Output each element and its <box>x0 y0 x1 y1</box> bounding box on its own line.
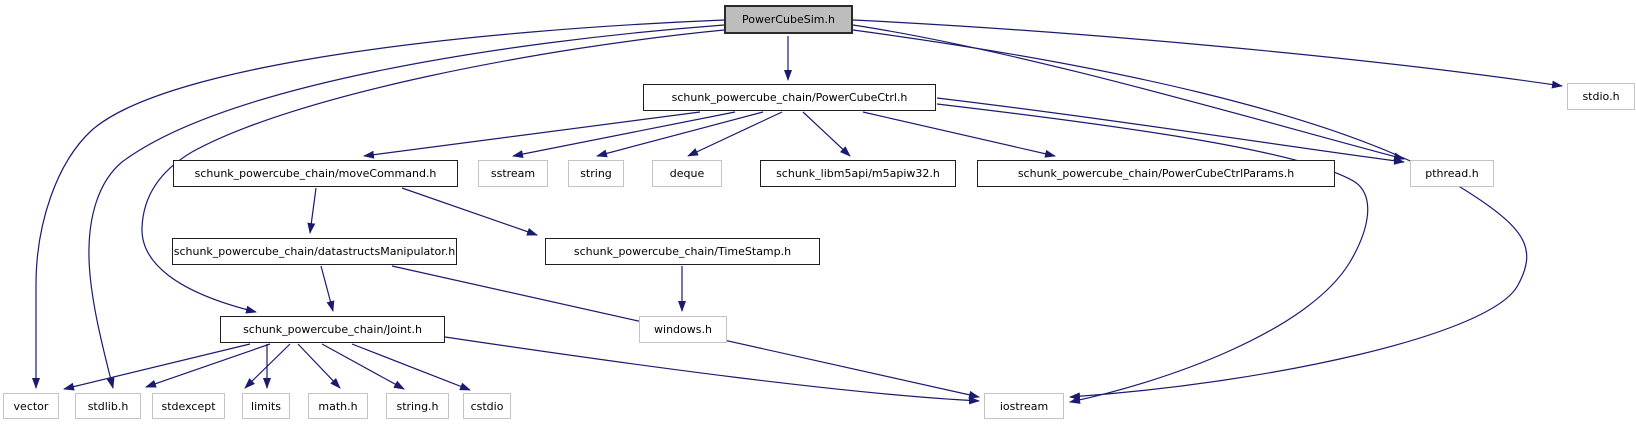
node-m5apiw32_h[interactable]: schunk_libm5api/m5apiw32.h <box>760 160 956 187</box>
node-label: stdio.h <box>1582 90 1620 103</box>
node-label: schunk_powercube_chain/datastructsManipu… <box>173 245 456 258</box>
edge-powercubesim_h-vector <box>32 19 725 389</box>
edge-powercubectrl_h-movecommand_h <box>363 111 701 159</box>
node-label: stdexcept <box>161 399 216 413</box>
edge-powercubectrl_h-powercubectrlparams_h <box>862 111 1056 158</box>
node-label: math.h <box>318 399 358 413</box>
node-label: stdlib.h <box>87 399 129 413</box>
node-powercubectrlparams_h[interactable]: schunk_powercube_chain/PowerCubeCtrlPara… <box>977 160 1335 187</box>
node-string_h: string.h <box>386 393 449 419</box>
node-datastructsmanipulator_h[interactable]: schunk_powercube_chain/datastructsManipu… <box>172 238 457 265</box>
edge-powercubesim_h-joint_h <box>141 29 725 314</box>
edge-powercubectrl_h-string <box>596 111 764 158</box>
edge-joint_h-vector <box>63 343 251 391</box>
node-powercubesim_h: PowerCubeSim.h <box>724 5 853 34</box>
node-limits: limits <box>242 393 290 419</box>
node-label: sstream <box>490 167 536 180</box>
node-sstream: sstream <box>478 160 548 187</box>
edge-powercubectrl_h-m5apiw32_h <box>802 111 851 157</box>
node-label: string <box>580 167 612 180</box>
edge-powercubectrl_h-pthread_h <box>936 97 1405 165</box>
node-label: pthread.h <box>1425 167 1479 180</box>
node-stdio_h: stdio.h <box>1567 83 1635 110</box>
node-math_h: math.h <box>308 393 368 419</box>
edge-joint_h-cstdio <box>351 343 471 391</box>
node-label: deque <box>669 167 705 180</box>
edge-powercubectrl_h-deque <box>687 111 783 157</box>
node-label: windows.h <box>654 323 712 336</box>
edge-powercubesim_h-stdio_h <box>852 19 1563 89</box>
edge-powercubesim_h-stdlib_h <box>88 24 725 389</box>
node-movecommand_h[interactable]: schunk_powercube_chain/moveCommand.h <box>173 160 458 187</box>
node-label: schunk_powercube_chain/moveCommand.h <box>194 167 437 180</box>
node-pthread_h: pthread.h <box>1410 160 1494 187</box>
edge-joint_h-iostream <box>444 336 980 405</box>
edge-powercubesim_h-pthread_h <box>852 24 1405 161</box>
node-label: vector <box>13 399 49 413</box>
node-label: PowerCubeSim.h <box>742 13 835 26</box>
edge-joint_h-stdlib_h <box>145 343 271 388</box>
node-label: schunk_powercube_chain/TimeStamp.h <box>573 245 792 258</box>
node-iostream: iostream <box>984 393 1064 419</box>
edge-powercubectrl_h-sstream <box>512 111 736 158</box>
node-deque: deque <box>652 160 722 187</box>
node-label: string.h <box>396 399 439 413</box>
node-cstdio: cstdio <box>463 393 511 419</box>
edge-powercubesim_h-iostream <box>852 29 1528 401</box>
node-label: schunk_powercube_chain/PowerCubeCtrl.h <box>671 91 908 104</box>
node-label: schunk_powercube_chain/Joint.h <box>243 323 422 336</box>
node-powercubectrl_h[interactable]: schunk_powercube_chain/PowerCubeCtrl.h <box>643 84 936 111</box>
node-windows_h: windows.h <box>639 316 727 343</box>
node-timestamp_h[interactable]: schunk_powercube_chain/TimeStamp.h <box>545 238 820 265</box>
edge-powercubectrl_h-iostream <box>936 103 1369 404</box>
edge-joint_h-string_h <box>321 343 405 390</box>
node-stdlib_h: stdlib.h <box>75 393 141 419</box>
node-label: iostream <box>999 399 1049 413</box>
node-vector: vector <box>3 393 59 419</box>
node-label: limits <box>251 399 281 413</box>
node-label: schunk_libm5api/m5apiw32.h <box>776 167 940 180</box>
edge-movecommand_h-timestamp_h <box>401 187 538 236</box>
node-stdexcept: stdexcept <box>152 393 225 419</box>
node-label: cstdio <box>470 399 504 413</box>
node-string: string <box>568 160 624 187</box>
node-label: schunk_powercube_chain/PowerCubeCtrlPara… <box>1017 167 1295 180</box>
edge-movecommand_h-datastructsmanipulator_h <box>307 187 317 234</box>
node-joint_h[interactable]: schunk_powercube_chain/Joint.h <box>220 316 445 343</box>
edge-joint_h-math_h <box>297 343 341 389</box>
edge-datastructsmanipulator_h-joint_h <box>320 265 335 312</box>
